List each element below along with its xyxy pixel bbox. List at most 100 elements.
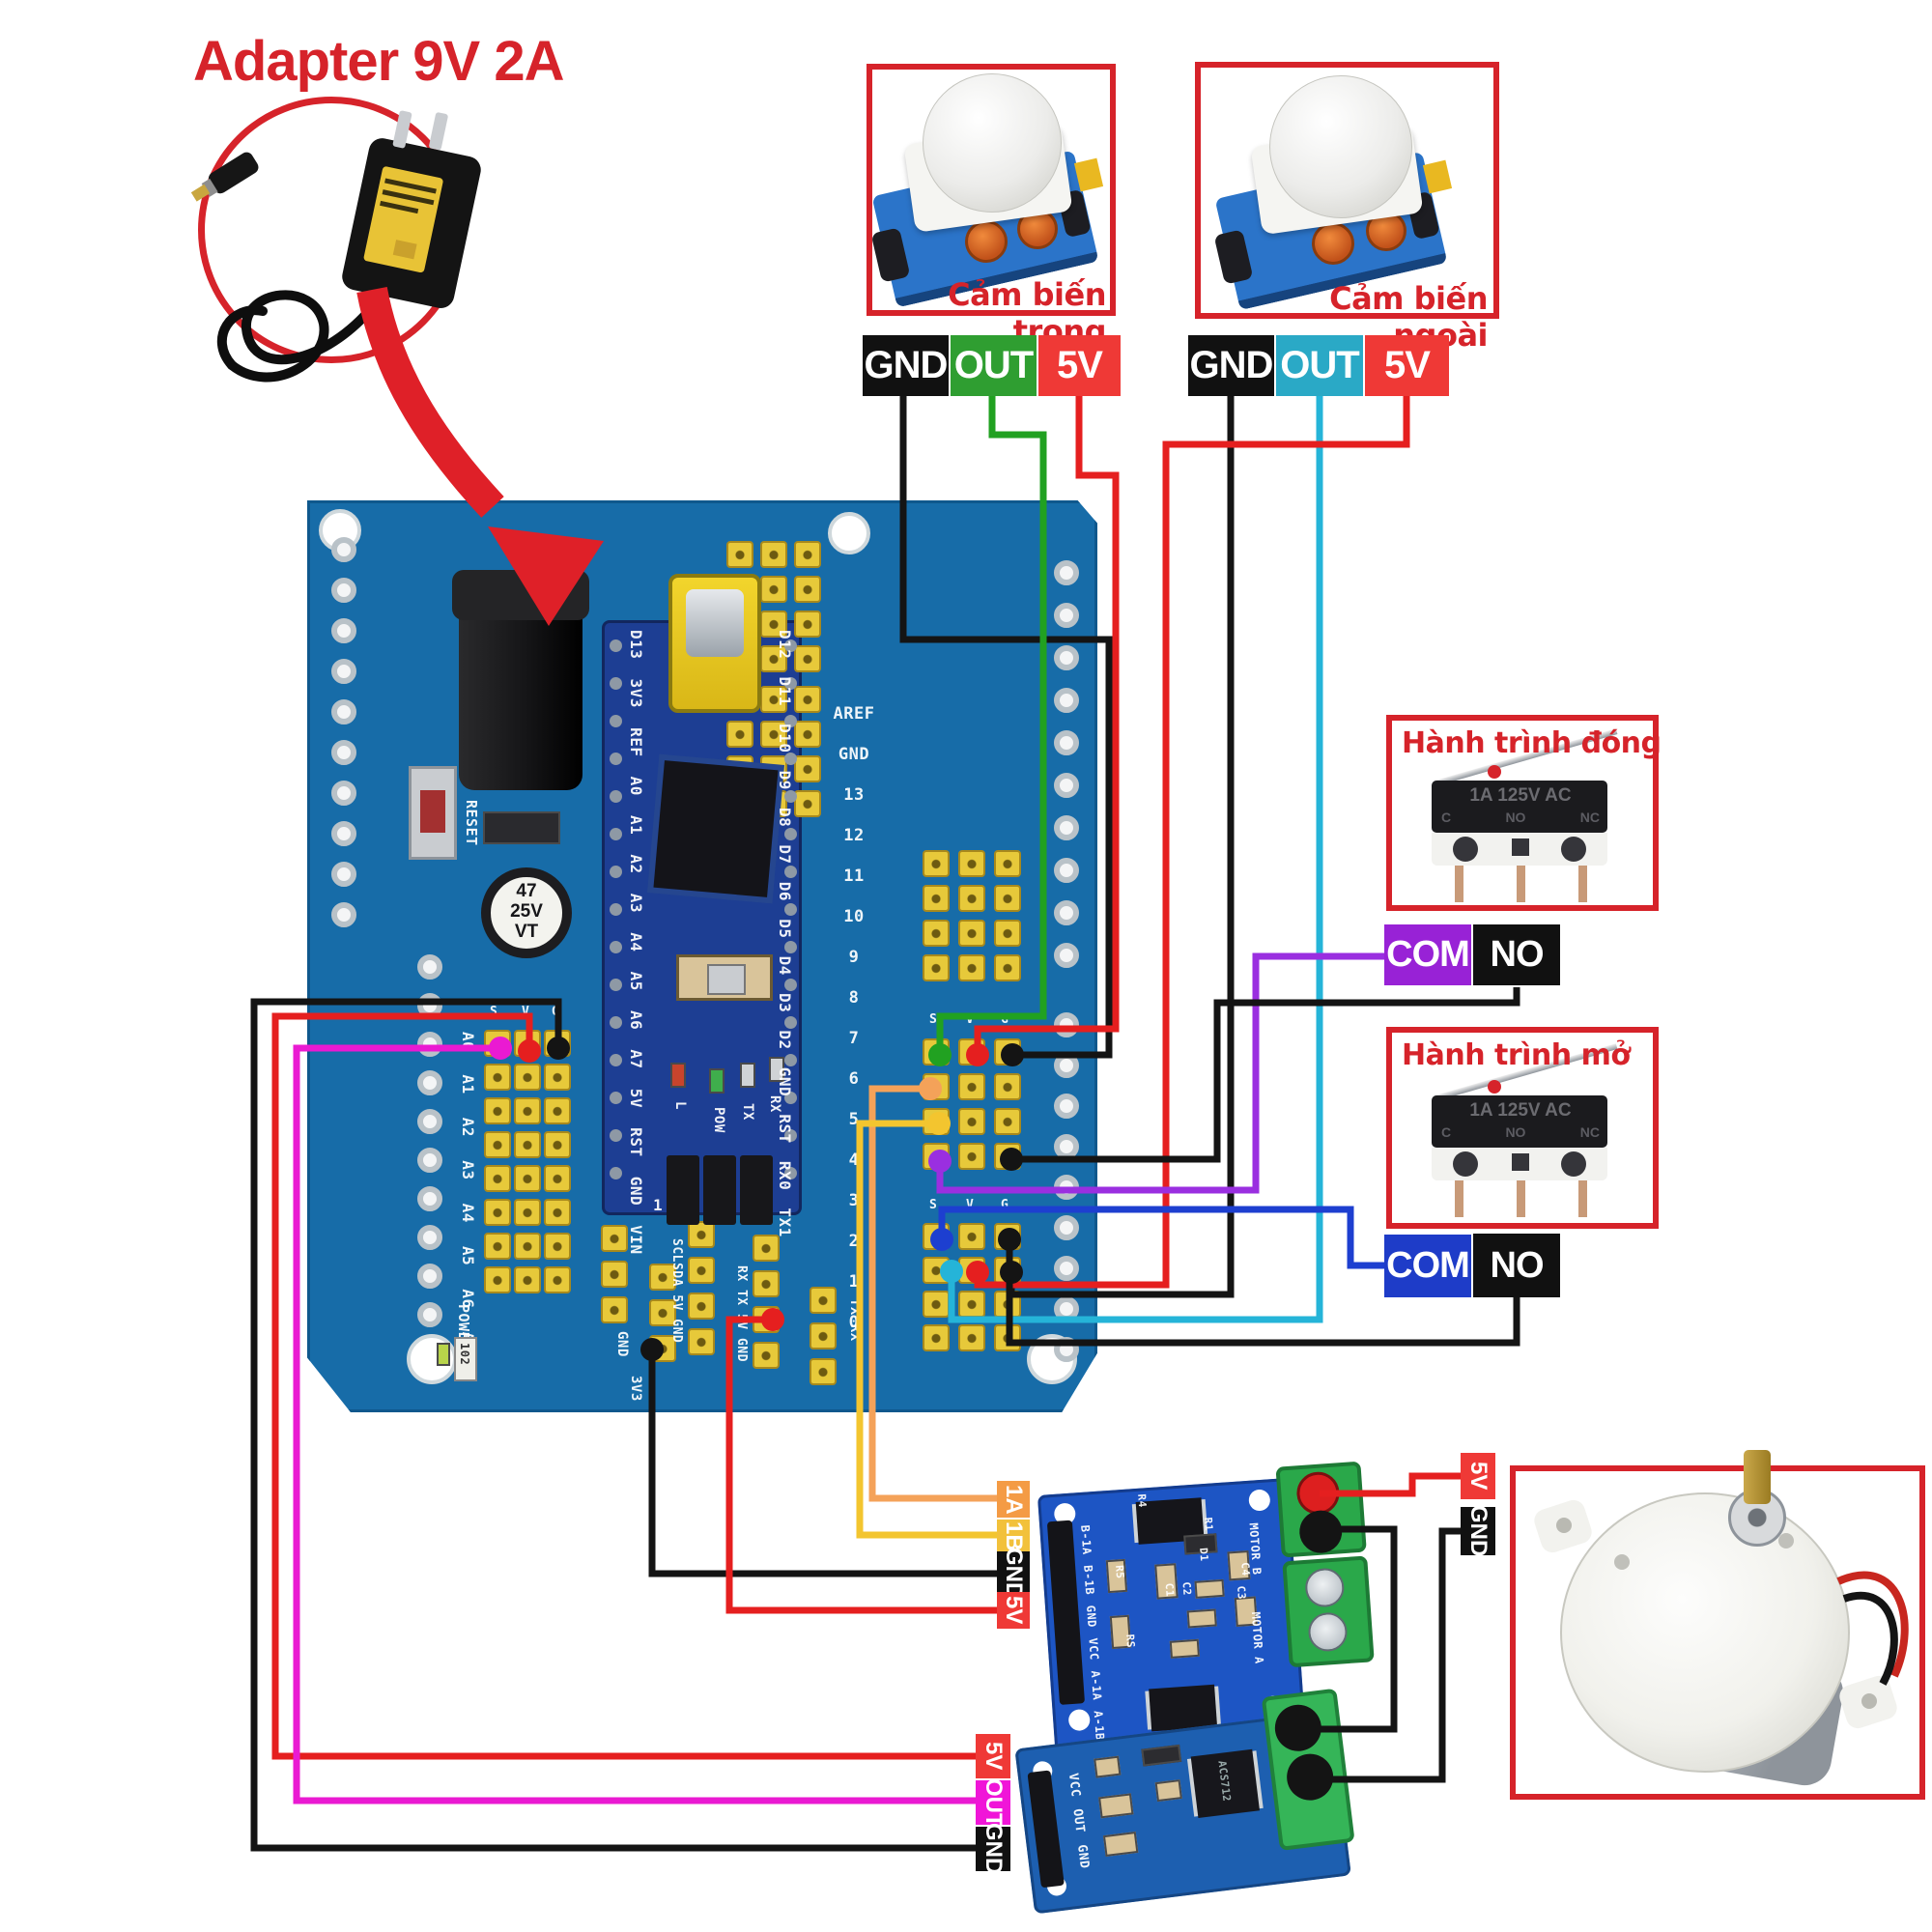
header-pin bbox=[794, 721, 821, 748]
header-pin bbox=[923, 850, 950, 877]
led bbox=[709, 1068, 724, 1094]
solder-pad bbox=[331, 578, 356, 603]
header-pin bbox=[958, 1291, 985, 1318]
solder-pad bbox=[1054, 1215, 1079, 1240]
contact-no: NO bbox=[1505, 810, 1526, 825]
acs-pin-out: OUT bbox=[976, 1778, 1010, 1827]
driver-part-silk: R4 bbox=[1135, 1493, 1150, 1509]
nano-pad bbox=[784, 941, 797, 953]
nano-pad bbox=[610, 1129, 622, 1142]
right-silk: AREF GND 13 12 11 10 9 8 7 6 5 4 3 2 1 0 bbox=[833, 704, 875, 1332]
nano-pad bbox=[784, 903, 797, 916]
driver-part-silk: C3 bbox=[1234, 1585, 1248, 1601]
page-title: Adapter 9V 2A bbox=[193, 30, 564, 93]
nano-pad bbox=[610, 1054, 622, 1066]
header-pin bbox=[794, 576, 821, 603]
header-pin bbox=[544, 1199, 571, 1226]
nano-pad bbox=[610, 639, 622, 652]
header-pin bbox=[994, 1257, 1021, 1284]
header-pin bbox=[544, 1131, 571, 1158]
header-pin bbox=[994, 1038, 1021, 1065]
header-pin bbox=[923, 1257, 950, 1284]
power-led bbox=[437, 1343, 450, 1366]
header-pin bbox=[923, 1073, 950, 1100]
header-pin bbox=[958, 1324, 985, 1351]
capacitor-text: 47 25V VT bbox=[510, 881, 543, 942]
contact-nc: NC bbox=[1579, 1124, 1600, 1140]
pir-outer-pin-gnd: GND bbox=[1188, 335, 1274, 396]
motor-pin-gnd: GND bbox=[1461, 1505, 1495, 1557]
col-mark-g: G bbox=[552, 1005, 560, 1019]
header-pin bbox=[994, 1223, 1021, 1250]
solder-pad bbox=[417, 1186, 442, 1211]
solder-pad bbox=[417, 1264, 442, 1289]
contact-no: NO bbox=[1505, 1124, 1526, 1140]
nano-pad bbox=[610, 677, 622, 690]
header-pin bbox=[753, 1342, 780, 1369]
col-mark-g: G bbox=[1001, 1012, 1009, 1027]
driver-part-silk: C1 bbox=[1162, 1582, 1177, 1598]
header-pin bbox=[484, 1199, 511, 1226]
solder-pad bbox=[417, 954, 442, 980]
header-pin bbox=[601, 1261, 628, 1288]
col-mark-g: G bbox=[1001, 1198, 1009, 1212]
nano-pad bbox=[610, 1016, 622, 1029]
led bbox=[670, 1063, 686, 1088]
solder-pad bbox=[1054, 645, 1079, 670]
col-mark-s: S bbox=[929, 1012, 938, 1027]
header-pin bbox=[514, 1131, 541, 1158]
header-pin bbox=[794, 755, 821, 782]
header-pin bbox=[514, 1199, 541, 1226]
limit-switch-closed: 1A 125V AC C NO NC bbox=[1399, 715, 1650, 908]
nano-pad bbox=[784, 639, 797, 652]
nano-pad bbox=[610, 828, 622, 840]
jumper-block bbox=[740, 1155, 773, 1225]
solder-pad bbox=[417, 1302, 442, 1327]
header-pin bbox=[753, 1270, 780, 1297]
solder-pad bbox=[1054, 1134, 1079, 1159]
header-pin bbox=[794, 645, 821, 672]
nano-reset-cap bbox=[707, 964, 746, 995]
pir-inner-pin-5v: 5V bbox=[1038, 335, 1121, 396]
solder-pad bbox=[417, 1109, 442, 1134]
gnd-silk: GND bbox=[614, 1331, 630, 1357]
driver-pin-1a: 1A bbox=[997, 1481, 1030, 1518]
nano-pad bbox=[784, 790, 797, 803]
red-arrow bbox=[356, 286, 604, 626]
solder-pad bbox=[1054, 560, 1079, 585]
header-pin bbox=[923, 920, 950, 947]
header-pin bbox=[810, 1358, 837, 1385]
pir-outer-caption: Cảm biến ngoài bbox=[1329, 280, 1488, 354]
header-pin bbox=[994, 885, 1021, 912]
header-pin bbox=[688, 1328, 715, 1355]
col-mark-s: S bbox=[490, 1005, 498, 1019]
header-pin bbox=[726, 541, 753, 568]
header-pin bbox=[514, 1165, 541, 1192]
header-pin bbox=[994, 1073, 1021, 1100]
adapter-icon bbox=[190, 110, 481, 383]
nano-pad bbox=[610, 715, 622, 727]
header-pin bbox=[484, 1165, 511, 1192]
motor-box bbox=[1510, 1465, 1925, 1800]
pir-inner-sensor bbox=[870, 73, 1114, 308]
solder-pad bbox=[331, 659, 356, 684]
motor-pin-5v: 5V bbox=[1461, 1453, 1495, 1499]
solder-pad bbox=[331, 740, 356, 765]
driver-pin-gnd: GND bbox=[997, 1548, 1030, 1600]
acs-pin-gnd: GND bbox=[976, 1823, 1010, 1875]
solder-pad bbox=[1054, 900, 1079, 925]
jumper-silk: 1 bbox=[653, 1196, 664, 1214]
nano-pad bbox=[610, 790, 622, 803]
col-mark-v: V bbox=[522, 1005, 530, 1019]
nano-pad bbox=[610, 941, 622, 953]
header-pin bbox=[484, 1266, 511, 1293]
header-pin bbox=[958, 885, 985, 912]
col-mark-s: S bbox=[929, 1198, 938, 1212]
header-pin bbox=[958, 954, 985, 981]
capacitor bbox=[481, 867, 572, 958]
header-pin bbox=[688, 1293, 715, 1320]
switch-closed-caption: Hành trình đóng bbox=[1402, 726, 1662, 760]
led-silk-rx: RX bbox=[767, 1095, 782, 1113]
header-pin bbox=[544, 1233, 571, 1260]
solder-pad bbox=[1054, 688, 1079, 713]
